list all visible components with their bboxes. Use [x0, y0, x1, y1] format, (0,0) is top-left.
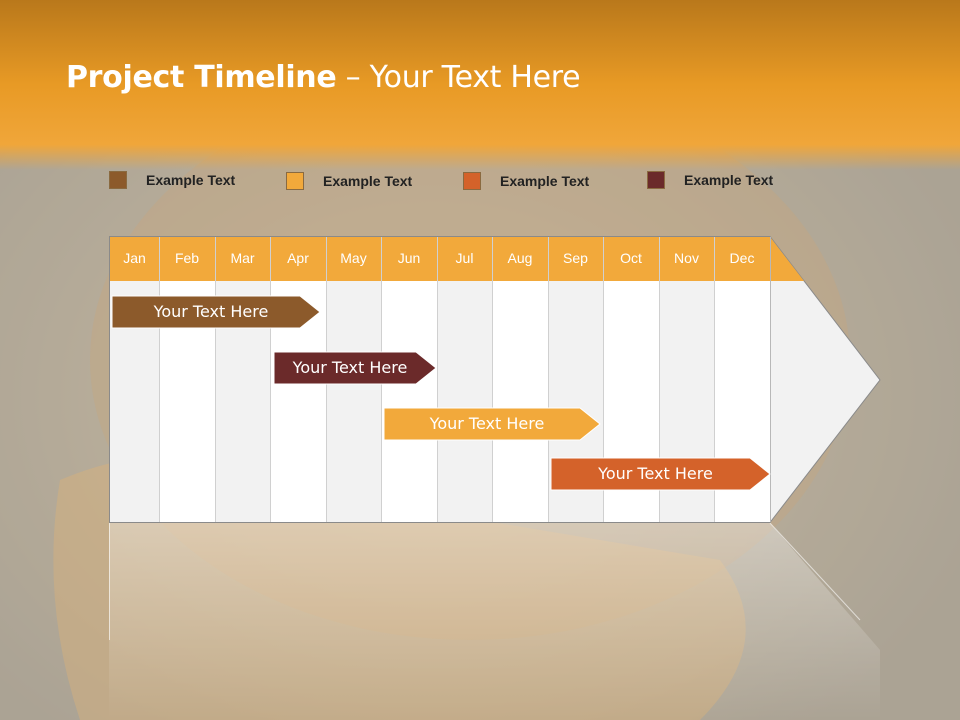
timeline-header-band: [110, 237, 804, 281]
legend-swatch-4: [647, 171, 665, 189]
legend-item-2: Example Text: [286, 170, 412, 192]
legend-swatch-3: [463, 172, 481, 190]
legend-item-1: Example Text: [109, 169, 235, 191]
month-label-dec: Dec: [729, 250, 755, 266]
month-column: [492, 281, 548, 522]
month-label-sep: Sep: [563, 250, 588, 266]
month-column: [437, 281, 492, 522]
legend-swatch-1: [109, 171, 127, 189]
task-arrow-1: [111, 295, 321, 329]
month-label-apr: Apr: [287, 250, 309, 266]
slide-title: Project Timeline – Your Text Here: [66, 60, 581, 95]
legend-label-3: Example Text: [500, 173, 590, 189]
month-label-mar: Mar: [230, 250, 255, 266]
legend-label-4: Example Text: [684, 172, 774, 188]
timeline-reflection: [109, 523, 880, 720]
task-label-2: Your Text Here: [292, 358, 408, 377]
title-bold: Project Timeline: [66, 60, 337, 95]
month-label-may: May: [340, 250, 367, 266]
task-label-1: Your Text Here: [153, 302, 269, 321]
task-label-4: Your Text Here: [598, 464, 713, 483]
task-arrow-4: [550, 457, 771, 491]
title-rest: – Your Text Here: [336, 60, 581, 95]
month-label-nov: Nov: [674, 250, 699, 266]
legend-item-3: Example Text: [463, 170, 589, 192]
task-arrow-2: [273, 351, 437, 385]
month-column: [326, 281, 381, 522]
legend-item-4: Example Text: [647, 169, 773, 191]
month-label-jan: Jan: [123, 250, 146, 266]
month-label-jul: Jul: [455, 250, 474, 266]
month-label-feb: Feb: [174, 250, 200, 266]
month-label-aug: Aug: [507, 250, 533, 266]
month-column: [381, 281, 437, 522]
month-label-oct: Oct: [620, 250, 642, 266]
month-label-jun: Jun: [397, 250, 421, 266]
task-arrow-3: [383, 407, 601, 441]
legend-label-2: Example Text: [323, 173, 413, 189]
legend-swatch-2: [286, 172, 304, 190]
task-label-3: Your Text Here: [429, 414, 545, 433]
legend-label-1: Example Text: [146, 172, 236, 188]
